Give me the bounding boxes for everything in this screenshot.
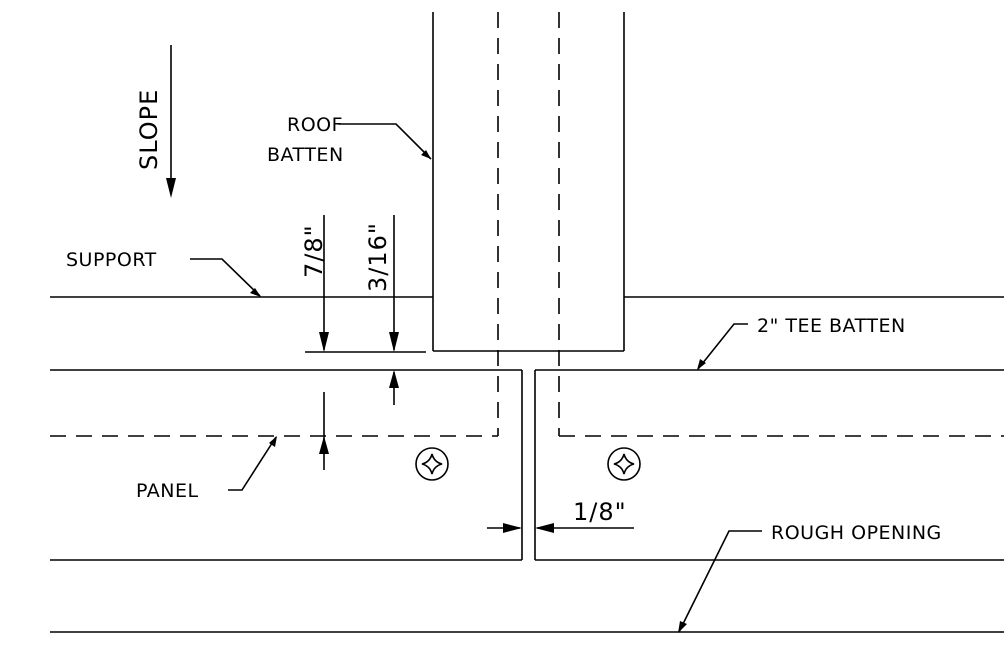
slope-label: SLOPE bbox=[135, 89, 163, 170]
fastener-left bbox=[415, 447, 449, 481]
panel-right bbox=[534, 369, 1004, 561]
panel-left bbox=[50, 369, 523, 561]
tee-batten-callout: 2" TEE BATTEN bbox=[697, 315, 906, 370]
panel-callout: PANEL bbox=[136, 436, 277, 502]
tee-batten-label: 2" TEE BATTEN bbox=[757, 315, 906, 337]
dim-7-8-label: 7/8" bbox=[300, 224, 328, 278]
panel-label: PANEL bbox=[136, 480, 199, 502]
roof-batten-label-line2: BATTEN bbox=[267, 144, 344, 166]
support-callout: SUPPORT bbox=[66, 249, 261, 297]
dim-1-8-label: 1/8" bbox=[573, 498, 627, 526]
fastener-right bbox=[607, 447, 641, 481]
rough-opening-callout: ROUGH OPENING bbox=[678, 522, 942, 633]
dim-1-8: 1/8" bbox=[487, 498, 634, 533]
support-label: SUPPORT bbox=[66, 249, 157, 271]
roof-batten-callout: ROOF BATTEN bbox=[267, 114, 432, 166]
dim-3-16-label: 3/16" bbox=[364, 222, 392, 292]
dim-3-16: 3/16" bbox=[364, 215, 399, 405]
dim-7-8: 7/8" bbox=[300, 215, 426, 470]
rough-opening-label: ROUGH OPENING bbox=[771, 522, 942, 544]
roof-batten bbox=[432, 12, 625, 436]
roof-batten-label-line1: ROOF bbox=[287, 114, 343, 136]
slope-indicator: SLOPE bbox=[135, 45, 176, 198]
